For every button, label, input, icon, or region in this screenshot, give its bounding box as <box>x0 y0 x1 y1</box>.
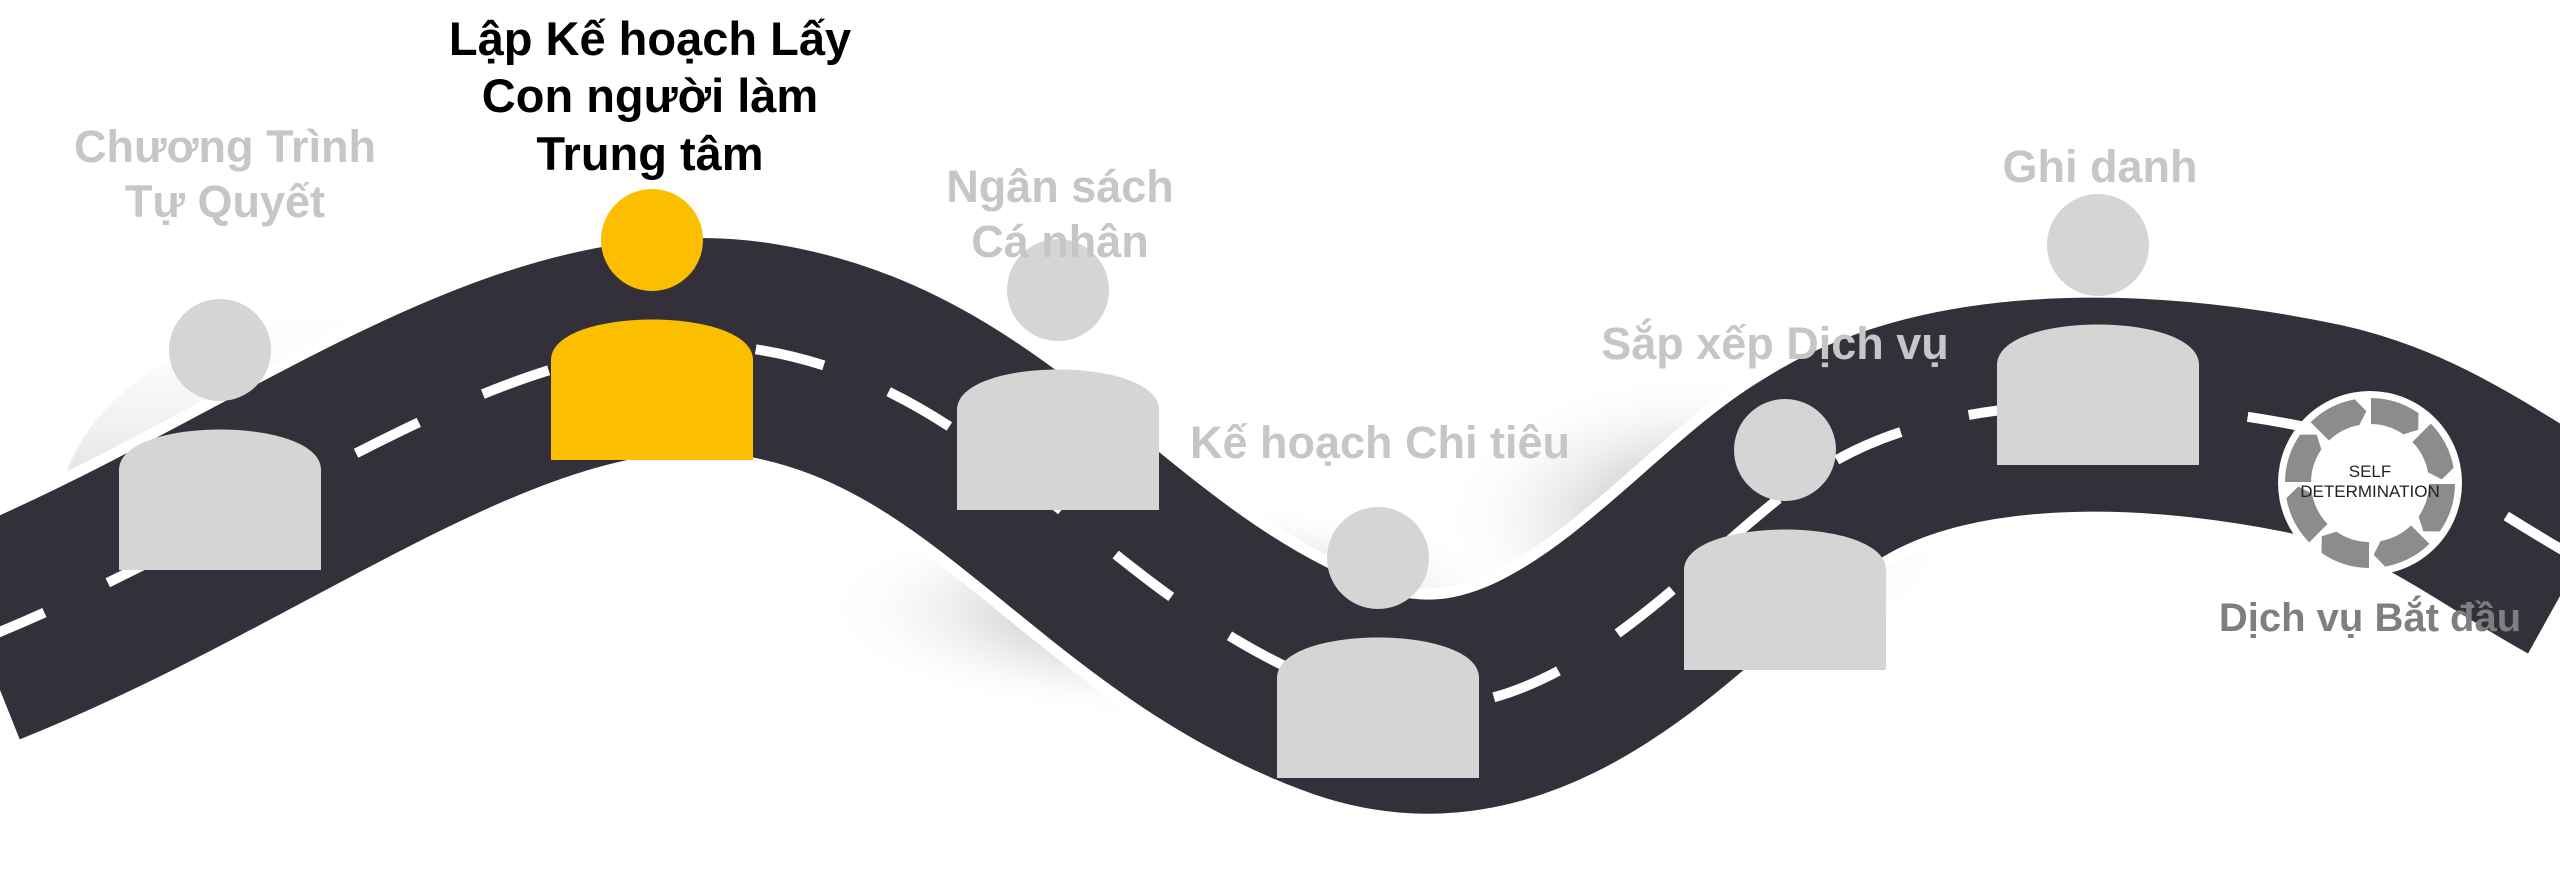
arrow-segment <box>2319 529 2371 571</box>
person-icon-1 <box>119 299 321 570</box>
people-markers <box>119 189 2199 778</box>
person-icon-2 <box>551 189 753 460</box>
arrow-segment <box>2371 522 2433 569</box>
step-label-4-line-1: Kế hoạch Chi tiêu <box>1189 417 1571 468</box>
arrow-segment <box>2282 432 2324 484</box>
step-label-6-line-1: Ghi danh <box>2002 141 2198 192</box>
person-icon-3 <box>957 239 1159 510</box>
step-label-3-line-2: Cá nhân <box>971 215 1149 267</box>
end-label: Dịch vụ Bắt đầu <box>2180 594 2560 643</box>
person-head <box>169 299 271 401</box>
step-label-5: Sắp xếp Dịch vụ <box>1555 317 1995 372</box>
arrow-segment <box>2284 484 2331 546</box>
arrow-segment <box>2307 397 2369 444</box>
step-label-4: Kế hoạch Chi tiêu <box>1130 416 1630 471</box>
step-label-3: Ngân sách Cá nhân <box>860 160 1260 270</box>
end-label-text: Dịch vụ Bắt đầu <box>2218 596 2522 640</box>
step-label-2-line-3: Trung tâm <box>536 126 764 180</box>
badge-line-2: DETERMINATION <box>2300 482 2439 501</box>
person-head <box>2047 194 2149 296</box>
arrow-segment <box>2369 395 2421 437</box>
step-label-1-line-2: Tự Quyết <box>124 175 326 227</box>
step-label-6: Ghi danh <box>1900 140 2300 195</box>
step-label-1-line-1: Chương Trình <box>73 121 377 172</box>
step-label-1: Chương Trình Tự Quyết <box>30 120 420 230</box>
person-head <box>1327 507 1429 609</box>
arrow-segment <box>2409 420 2456 482</box>
step-label-2-line-1: Lập Kế hoạch Lấy <box>448 12 852 65</box>
person-body <box>957 369 1159 510</box>
person-icon-4 <box>1277 507 1479 778</box>
person-head <box>1007 239 1109 341</box>
badge-line-1: SELF <box>2349 462 2392 481</box>
person-body <box>119 429 321 570</box>
arrow-segment <box>2416 482 2458 534</box>
person-body <box>551 319 753 460</box>
step-label-3-line-1: Ngân sách <box>946 161 1174 212</box>
step-label-2-line-2: Con người làm <box>481 69 819 123</box>
step-label-2: Lập Kế hoạch Lấy Con người làm Trung tâm <box>400 10 900 182</box>
person-body <box>1684 529 1886 670</box>
person-icon-6 <box>1997 194 2199 465</box>
person-head <box>601 189 703 291</box>
self-determination-badge: SELF DETERMINATION <box>2278 391 2462 575</box>
person-body <box>1277 637 1479 778</box>
person-body <box>1997 324 2199 465</box>
cycle-arrows-icon <box>2282 395 2458 571</box>
step-label-5-line-1: Sắp xếp Dịch vụ <box>1601 318 1949 369</box>
person-icon-5 <box>1684 399 1886 670</box>
person-head <box>1734 399 1836 501</box>
